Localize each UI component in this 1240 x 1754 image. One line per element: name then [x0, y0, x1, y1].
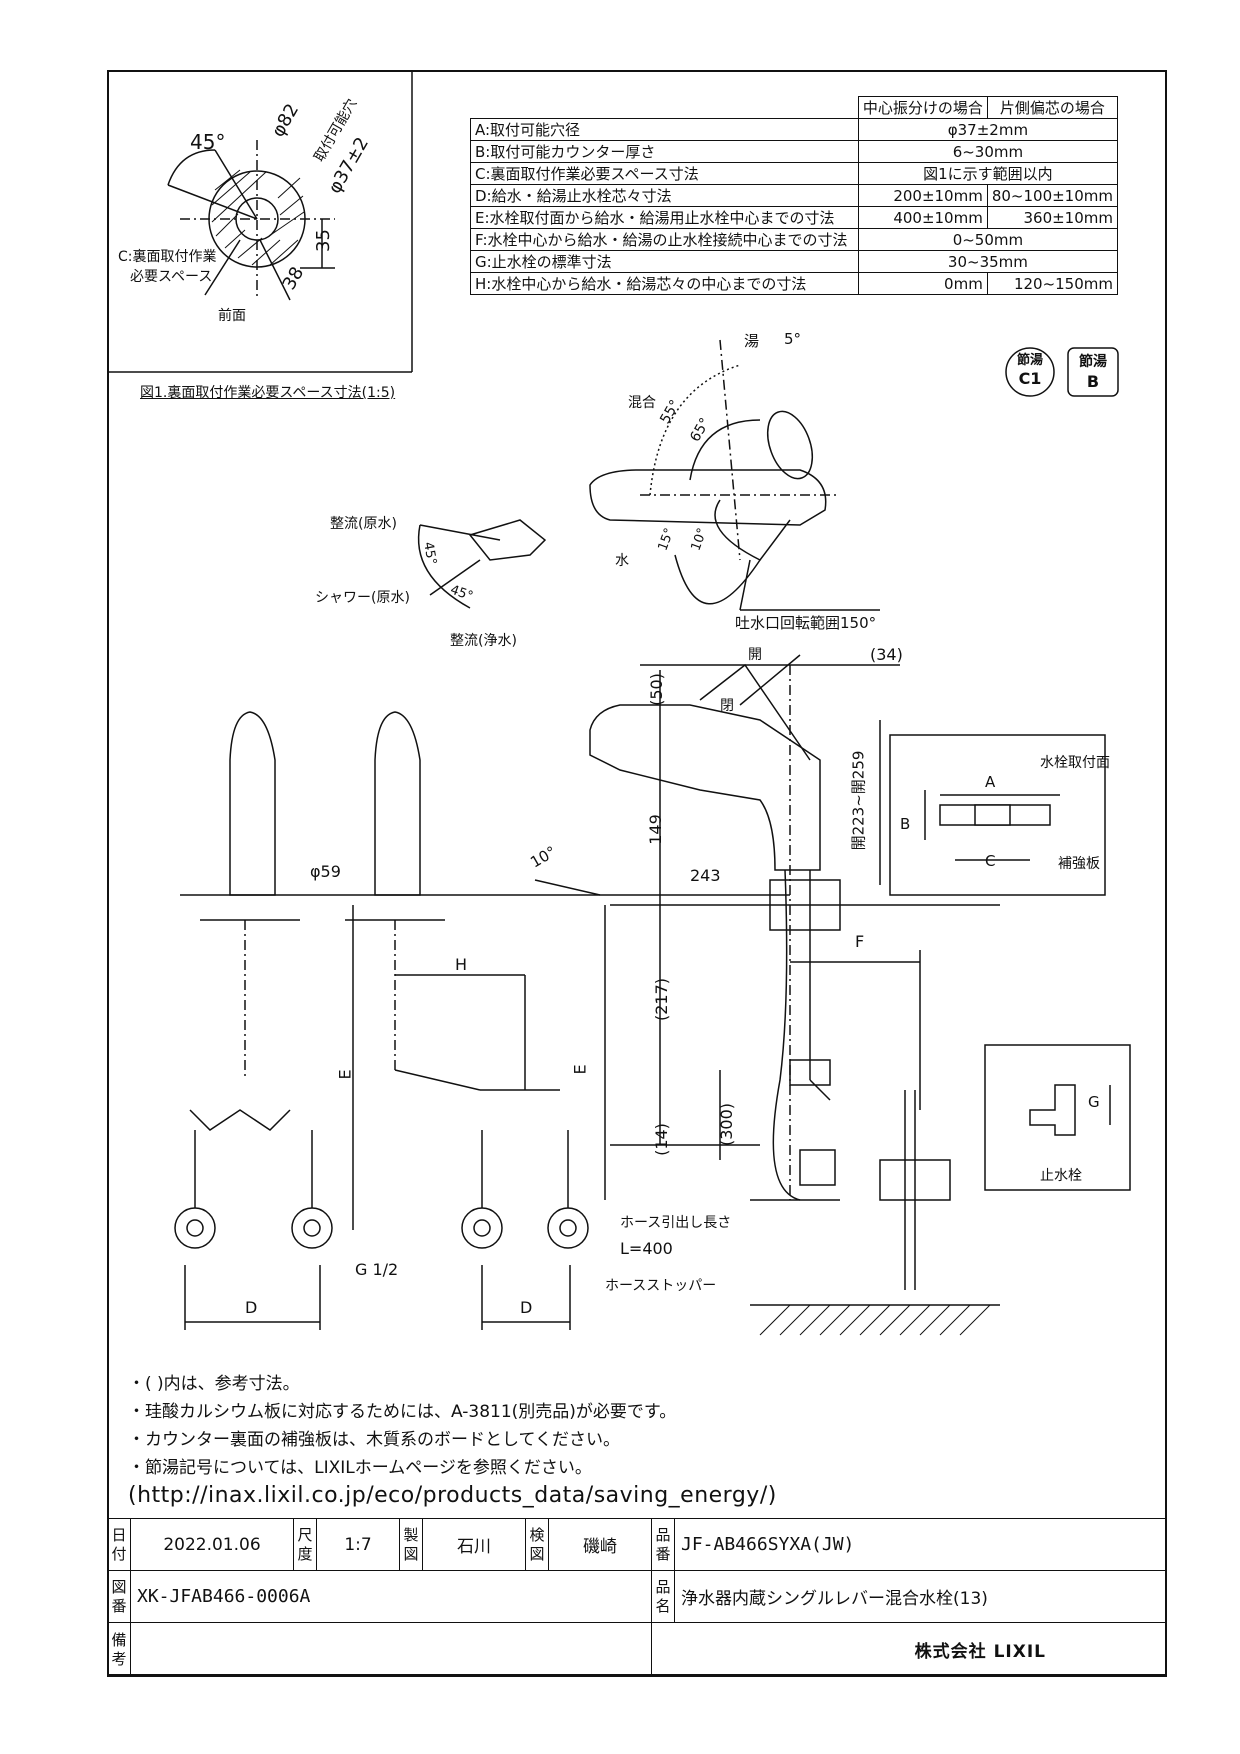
fig1-space-label: C:裏面取付作業 必要スペース: [118, 247, 217, 287]
dim-F: F: [855, 932, 865, 951]
saving-badge-b: 節湯 B: [1079, 354, 1107, 391]
fig1-front-label: 前面: [218, 308, 246, 324]
note-item: ・カウンター裏面の補強板は、木質系のボードとしてください。: [128, 1430, 620, 1450]
remarks-label: 備考: [107, 1622, 131, 1677]
drawing-no-label: 図番: [107, 1570, 131, 1623]
mount-dim-A: A: [985, 773, 996, 791]
dim-50: (50): [646, 673, 666, 706]
product-name-value: 浄水器内蔵シングルレバー混合水栓(13): [674, 1570, 1167, 1623]
note-item: ・節湯記号については、LIXILホームページを参照ください。: [128, 1458, 592, 1478]
spec-header-center: 中心振分けの場合: [857, 96, 988, 119]
dim-300: (300): [717, 1102, 737, 1147]
product-no-value: JF-AB466SYXA(JW): [674, 1518, 1167, 1571]
checked-value: 磯崎: [548, 1518, 652, 1571]
saving-badge-c1: 節湯 C1: [1016, 353, 1043, 388]
fig1-caption: 図1.裏面取付作業必要スペース寸法(1:5): [140, 385, 396, 401]
dim-E-right: E: [570, 1064, 590, 1075]
notes: ・( )内は、参考寸法。 ・珪酸カルシウム板に対応するためには、A-3811(別…: [128, 1370, 777, 1510]
lever-mix-label: 混合: [628, 395, 656, 411]
thread-label: G 1/2: [355, 1260, 399, 1279]
hose-stopper-label: ホースストッパー: [605, 1278, 717, 1294]
dim-243: 243: [690, 866, 721, 885]
lever-hot-label: 湯: [744, 332, 760, 350]
shower-rect-pure: 整流(浄水): [450, 633, 517, 649]
scale-label: 尺度: [293, 1518, 317, 1571]
company-name: 株式会社 LIXIL: [651, 1622, 1167, 1677]
drawn-label: 製図: [399, 1518, 423, 1571]
dim-14: (14): [651, 1123, 671, 1156]
fig1-dim-35: 35: [312, 229, 334, 252]
dim-open-range: 開223~開259: [849, 750, 868, 851]
mount-surface-label: 水栓取付面: [1040, 755, 1110, 771]
date-label: 日付: [107, 1518, 131, 1571]
mount-dim-C: C: [985, 852, 996, 870]
spec-header-side: 片側偏芯の場合: [986, 96, 1119, 119]
dim-149: 149: [645, 814, 665, 845]
mount-dim-B: B: [900, 815, 911, 833]
spout-range-label: 吐水口回転範囲150°: [735, 614, 877, 632]
dim-D-left: D: [245, 1298, 258, 1317]
label-close: 閉: [720, 698, 734, 714]
dim-D-right: D: [520, 1298, 533, 1317]
fig1-space-label-line2: 必要スペース: [130, 269, 213, 285]
note-item: ・珪酸カルシウム板に対応するためには、A-3811(別売品)が必要です。: [128, 1402, 677, 1422]
dim-34: (34): [870, 645, 903, 664]
spec-header-row: 中心振分けの場合 片側偏芯の場合: [471, 96, 1119, 119]
spec-row: C:裏面取付作業必要スペース寸法図1に示す範囲以内: [470, 162, 1119, 185]
valve-label: 止水栓: [1040, 1168, 1082, 1184]
label-open: 開: [748, 647, 762, 663]
lever-hot-angle: 5°: [784, 330, 802, 348]
drawn-value: 石川: [422, 1518, 526, 1571]
mount-plate-label: 補強板: [1058, 856, 1100, 872]
checked-label: 検図: [525, 1518, 549, 1571]
fig1-space-label-line1: C:裏面取付作業: [118, 249, 217, 265]
reference-url: (http://inax.lixil.co.jp/eco/products_da…: [128, 1483, 777, 1508]
hose-length-label: ホース引出し長さ L=400: [620, 1215, 732, 1258]
drawing-no-value: XK-JFAB466-0006A: [130, 1570, 652, 1623]
scale-value: 1:7: [316, 1518, 400, 1571]
shower-rect-raw: 整流(原水): [330, 516, 397, 532]
product-no-label: 品番: [651, 1518, 675, 1571]
remarks-value: [130, 1622, 652, 1677]
dim-E-left: E: [335, 1069, 355, 1080]
product-name-label: 品名: [651, 1570, 675, 1623]
dim-dia59: φ59: [310, 862, 341, 881]
note-item: ・( )内は、参考寸法。: [128, 1374, 300, 1394]
date-value: 2022.01.06: [130, 1518, 294, 1571]
title-block: 日付 2022.01.06 尺度 1:7 製図 石川 検図 磯崎 品番 JF-A…: [107, 1518, 1167, 1677]
dim-H: H: [455, 955, 468, 974]
valve-dim-G: G: [1088, 1093, 1100, 1111]
shower-shower-raw: シャワー(原水): [315, 590, 410, 606]
dim-217: (217): [652, 977, 672, 1022]
fig1-angle-label: 45°: [190, 130, 226, 154]
lever-water-label: 水: [615, 553, 629, 569]
